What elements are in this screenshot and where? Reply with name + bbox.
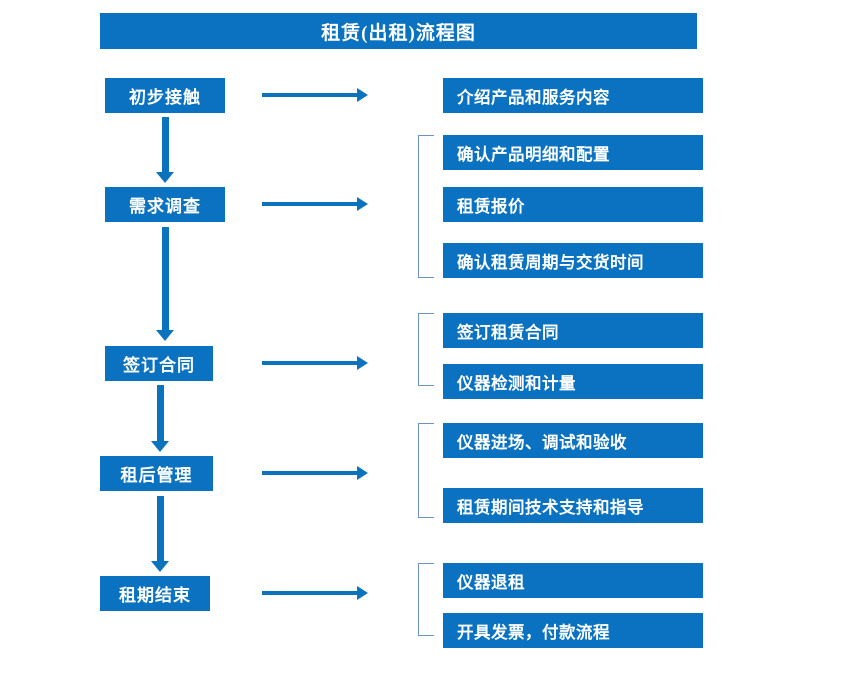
bracket-post-rental-group bbox=[418, 423, 434, 518]
arrow-head bbox=[151, 441, 169, 452]
arrow-shaft bbox=[157, 496, 164, 561]
arrow-head bbox=[357, 88, 368, 102]
arrow-shaft bbox=[162, 117, 169, 172]
arrow-head bbox=[156, 330, 174, 341]
arrow-shaft bbox=[262, 93, 358, 97]
stage-box-initial-contact[interactable]: 初步接触 bbox=[105, 78, 225, 113]
stage-box-requirement-survey[interactable]: 需求调查 bbox=[105, 187, 225, 222]
detail-box-confirm-product-details[interactable]: 确认产品明细和配置 bbox=[443, 135, 703, 170]
horizontal-arrow-initial-contact bbox=[262, 88, 368, 102]
arrow-shaft bbox=[262, 591, 358, 595]
arrow-head bbox=[357, 586, 368, 600]
horizontal-arrow-lease-end bbox=[262, 586, 368, 600]
horizontal-arrow-post-rental-management bbox=[262, 466, 368, 480]
arrow-shaft bbox=[262, 361, 358, 365]
detail-box-instrument-return[interactable]: 仪器退租 bbox=[443, 563, 703, 598]
arrow-head bbox=[151, 561, 169, 572]
arrow-head bbox=[357, 466, 368, 480]
detail-box-technical-support[interactable]: 租赁期间技术支持和指导 bbox=[443, 488, 703, 523]
vertical-arrow-post-rental-to-lease-end bbox=[149, 496, 171, 572]
detail-box-instrument-entry-commissioning[interactable]: 仪器进场、调试和验收 bbox=[443, 423, 703, 458]
detail-box-rental-quotation[interactable]: 租赁报价 bbox=[443, 187, 703, 222]
arrow-shaft bbox=[162, 227, 169, 330]
arrow-head bbox=[357, 356, 368, 370]
detail-box-confirm-lease-period[interactable]: 确认租赁周期与交货时间 bbox=[443, 243, 703, 278]
page-title: 租赁(出租)流程图 bbox=[100, 13, 697, 49]
detail-box-instrument-inspection[interactable]: 仪器检测和计量 bbox=[443, 364, 703, 399]
horizontal-arrow-requirement-survey bbox=[262, 197, 368, 211]
bracket-requirement-survey-group bbox=[418, 135, 434, 278]
detail-box-sign-lease-contract[interactable]: 签订租赁合同 bbox=[443, 313, 703, 348]
arrow-head bbox=[156, 172, 174, 183]
vertical-arrow-contract-to-post-rental bbox=[149, 385, 171, 452]
bracket-lease-end-group bbox=[418, 563, 434, 636]
bracket-contract-group bbox=[418, 313, 434, 386]
vertical-arrow-contact-to-survey bbox=[154, 117, 176, 183]
arrow-shaft bbox=[262, 471, 358, 475]
arrow-shaft bbox=[157, 385, 164, 441]
vertical-arrow-survey-to-contract bbox=[154, 227, 176, 341]
horizontal-arrow-sign-contract bbox=[262, 356, 368, 370]
arrow-head bbox=[357, 197, 368, 211]
stage-box-lease-end[interactable]: 租期结束 bbox=[100, 576, 210, 611]
stage-box-sign-contract[interactable]: 签订合同 bbox=[105, 346, 213, 381]
arrow-shaft bbox=[262, 202, 358, 206]
stage-box-post-rental-management[interactable]: 租后管理 bbox=[100, 456, 213, 491]
detail-box-invoice-payment[interactable]: 开具发票，付款流程 bbox=[443, 613, 703, 648]
detail-box-introduce-products[interactable]: 介绍产品和服务内容 bbox=[443, 78, 703, 113]
